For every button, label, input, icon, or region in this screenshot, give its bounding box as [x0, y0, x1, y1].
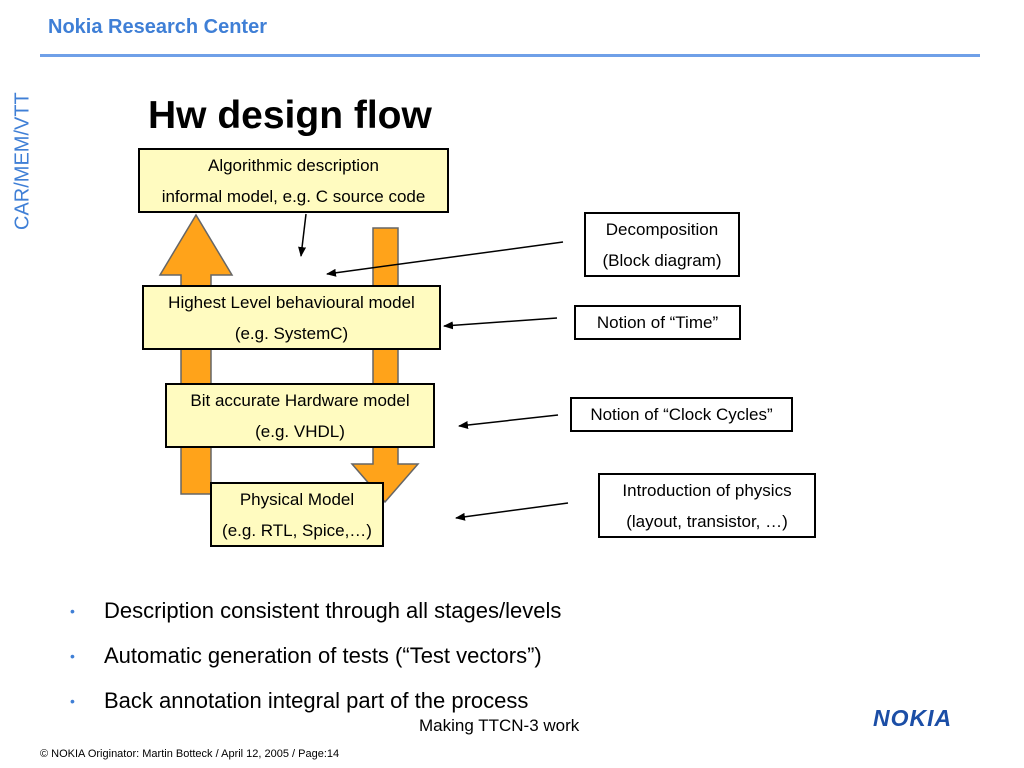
- note-line-1: Decomposition: [605, 220, 719, 239]
- pointer-arrow: [443, 317, 558, 330]
- stage-physical: Physical Model (e.g. RTL, Spice,…): [210, 482, 384, 547]
- bullet-dot-icon: •: [70, 692, 75, 709]
- stage-line-1: Physical Model: [239, 490, 355, 509]
- list-item: • Description consistent through all sta…: [70, 588, 561, 633]
- stage-line-1: Highest Level behavioural model: [168, 293, 415, 312]
- nokia-logo: NOKIA: [873, 705, 953, 731]
- stage-hardware: Bit accurate Hardware model (e.g. VHDL): [165, 383, 435, 448]
- pointer-arrow: [298, 213, 307, 257]
- pointer-arrow: [458, 414, 559, 429]
- stage-line-2: (e.g. VHDL): [255, 422, 345, 441]
- bullet-text: Back annotation integral part of the pro…: [104, 687, 529, 713]
- note-line-2: (layout, transistor, …): [626, 512, 788, 531]
- slide-title: Hw design flow: [148, 94, 432, 137]
- stage-line-1: Algorithmic description: [207, 156, 379, 175]
- note-line-1: Notion of “Time”: [596, 313, 719, 332]
- header-divider: [40, 54, 980, 57]
- note-time: Notion of “Time”: [574, 305, 741, 340]
- stage-line-2: (e.g. SystemC): [234, 324, 349, 343]
- bullet-dot-icon: •: [70, 647, 75, 664]
- list-item: • Back annotation integral part of the p…: [70, 678, 561, 723]
- bullet-dot-icon: •: [70, 602, 75, 619]
- copyright-text: © NOKIA Originator: Martin Botteck / Apr…: [40, 748, 340, 760]
- stage-line-2: informal model, e.g. C source code: [161, 187, 426, 206]
- stage-line-1: Bit accurate Hardware model: [190, 391, 410, 410]
- note-line-2: (Block diagram): [602, 251, 722, 270]
- bullet-list: • Description consistent through all sta…: [70, 588, 561, 723]
- note-clock-cycles: Notion of “Clock Cycles”: [570, 397, 793, 432]
- note-physics: Introduction of physics (layout, transis…: [598, 473, 816, 538]
- bullet-text: Automatic generation of tests (“Test vec…: [104, 642, 542, 668]
- note-line-1: Notion of “Clock Cycles”: [590, 405, 773, 424]
- stage-algorithmic: Algorithmic description informal model, …: [138, 148, 449, 213]
- pointer-arrow: [455, 502, 569, 521]
- pointer-arrow: [326, 241, 564, 277]
- bullet-text: Description consistent through all stage…: [104, 597, 562, 623]
- up-arrow: [158, 213, 234, 495]
- footer-title: Making TTCN-3 work: [419, 716, 580, 735]
- stage-line-2: (e.g. RTL, Spice,…): [222, 521, 372, 540]
- note-line-1: Introduction of physics: [622, 481, 792, 500]
- stage-behavioural: Highest Level behavioural model (e.g. Sy…: [142, 285, 441, 350]
- down-arrow: [350, 227, 420, 504]
- org-header: Nokia Research Center: [48, 16, 267, 38]
- note-decomposition: Decomposition (Block diagram): [584, 212, 740, 277]
- list-item: • Automatic generation of tests (“Test v…: [70, 633, 561, 678]
